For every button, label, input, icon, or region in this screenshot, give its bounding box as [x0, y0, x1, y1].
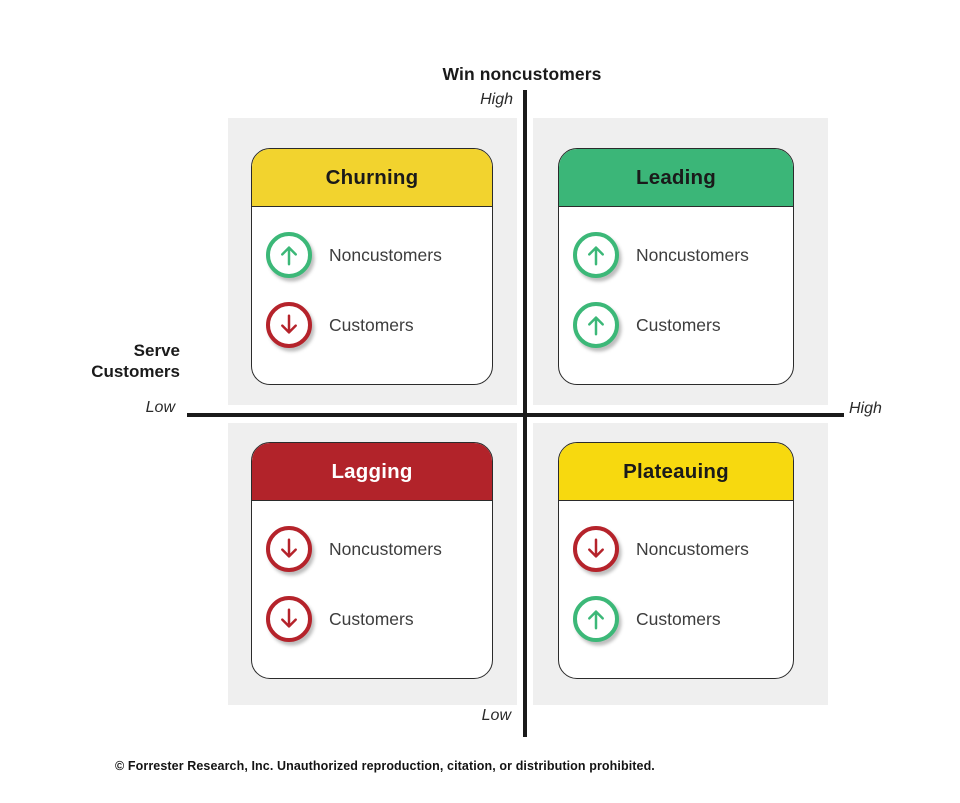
- horizontal-axis-title: Serve Customers: [91, 341, 180, 381]
- quadrant-card-leading: Leading Noncustomers Customers: [558, 148, 794, 385]
- quadrant-card-churning: Churning Noncustomers Customers: [251, 148, 493, 385]
- card-body-churning: Noncustomers Customers: [252, 207, 492, 348]
- card-body-lagging: Noncustomers Customers: [252, 501, 492, 642]
- arrow-down-circle-icon: [266, 596, 312, 642]
- horizontal-axis-low-label: Low: [145, 399, 175, 416]
- metric-label: Noncustomers: [636, 244, 749, 265]
- quadrant-card-plateauing: Plateauing Noncustomers Customers: [558, 442, 794, 679]
- metric-row-noncustomers: Noncustomers: [266, 232, 484, 278]
- metric-row-customers: Customers: [266, 596, 484, 642]
- vertical-axis-low-label: Low: [481, 707, 511, 724]
- metric-label: Customers: [329, 608, 414, 629]
- metric-row-noncustomers: Noncustomers: [266, 526, 484, 572]
- horizontal-axis-high-label: High: [849, 400, 882, 417]
- metric-row-customers: Customers: [573, 302, 785, 348]
- arrow-up-circle-icon: [573, 232, 619, 278]
- copyright-notice: © Forrester Research, Inc. Unauthorized …: [115, 759, 655, 773]
- quadrant-card-lagging: Lagging Noncustomers Customers: [251, 442, 493, 679]
- metric-label: Customers: [329, 314, 414, 335]
- card-body-leading: Noncustomers Customers: [559, 207, 793, 348]
- vertical-axis-title: Win noncustomers: [442, 64, 602, 84]
- card-header-plateauing: Plateauing: [559, 443, 793, 501]
- metric-row-customers: Customers: [573, 596, 785, 642]
- arrow-up-circle-icon: [573, 596, 619, 642]
- arrow-down-circle-icon: [573, 526, 619, 572]
- arrow-down-circle-icon: [266, 526, 312, 572]
- metric-row-customers: Customers: [266, 302, 484, 348]
- card-header-lagging: Lagging: [252, 443, 492, 501]
- metric-label: Noncustomers: [329, 244, 442, 265]
- horizontal-axis-line: [187, 413, 844, 417]
- card-header-leading: Leading: [559, 149, 793, 207]
- vertical-axis-high-label: High: [480, 91, 513, 108]
- arrow-up-circle-icon: [266, 232, 312, 278]
- metric-label: Noncustomers: [636, 538, 749, 559]
- metric-label: Customers: [636, 608, 721, 629]
- metric-row-noncustomers: Noncustomers: [573, 526, 785, 572]
- arrow-up-circle-icon: [573, 302, 619, 348]
- metric-row-noncustomers: Noncustomers: [573, 232, 785, 278]
- metric-label: Customers: [636, 314, 721, 335]
- metric-label: Noncustomers: [329, 538, 442, 559]
- card-header-churning: Churning: [252, 149, 492, 207]
- arrow-down-circle-icon: [266, 302, 312, 348]
- card-body-plateauing: Noncustomers Customers: [559, 501, 793, 642]
